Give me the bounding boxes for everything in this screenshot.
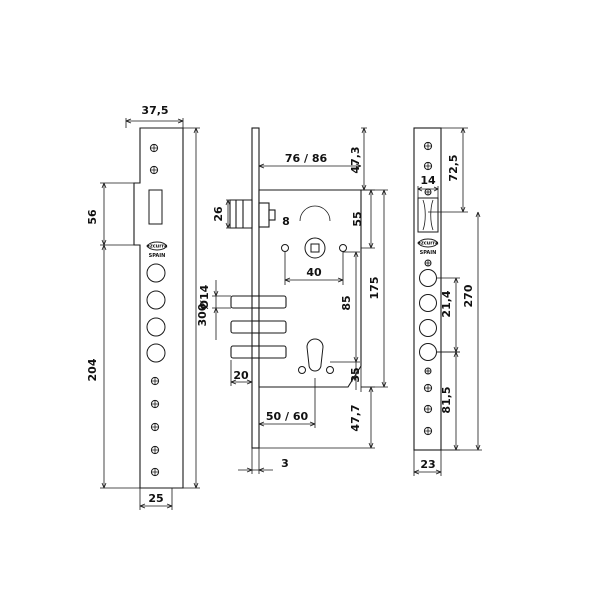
dim-left-notch: 56 (86, 209, 99, 225)
cylinder-hole (298, 338, 334, 374)
dim-left-top-width: 37,5 (141, 104, 168, 117)
dim-right-bolt-spacing: 21,4 (440, 290, 453, 317)
dim-mid-faceplate: 3 (281, 457, 289, 470)
dim-mid-backset: 76 / 86 (285, 152, 328, 165)
screw-holes-top (149, 143, 159, 175)
dim-right-lower: 81,5 (440, 386, 453, 413)
brand-logo: ezcurra SPAIN (146, 241, 168, 259)
faceplate-outline (413, 127, 442, 451)
spindle-hub (281, 205, 347, 259)
dim-mid-total: 175 (368, 277, 381, 300)
latch-slot (148, 189, 163, 225)
faceplate-front-view: ezcurra SPAIN 72,5 14 270 21,4 81,5 (413, 127, 482, 476)
dim-right-width: 23 (420, 458, 435, 471)
lock-body-view: 76 / 86 47,3 26 8 55 40 175 Ø14 85 (198, 127, 388, 474)
dim-right-latch-width: 14 (420, 174, 436, 187)
logo-text-right: ezcurra (417, 241, 438, 247)
strike-plate-view: ezcurra SPAIN 37,5 56 204 (86, 104, 209, 510)
dim-mid-latch-small: 8 (282, 215, 290, 228)
dim-mid-bolt-throw: 20 (233, 369, 249, 382)
dim-mid-latch: 26 (212, 206, 225, 222)
faceplate-strip (251, 127, 260, 449)
dim-left-bottom: 25 (148, 492, 163, 505)
latch-bolt (229, 199, 276, 229)
bolt-holes (146, 263, 166, 363)
logo-text: ezcurra (146, 244, 167, 250)
latch-face (417, 197, 439, 233)
dim-mid-spindle-width: 40 (306, 266, 322, 279)
dim-mid-bolt-diameter: Ø14 (198, 284, 211, 309)
dim-left-lower: 204 (86, 358, 99, 381)
dim-mid-top: 47,3 (349, 146, 362, 173)
dim-mid-bottom: 47,7 (349, 404, 362, 431)
deadbolts (230, 295, 287, 359)
country-text-left: SPAIN (149, 253, 166, 259)
dim-left-total: 300 (196, 303, 209, 326)
screw-holes-bottom (150, 376, 160, 477)
dim-mid-spindle-top: 55 (351, 211, 364, 226)
country-text-right: SPAIN (420, 250, 437, 256)
dim-right-top: 72,5 (447, 154, 460, 181)
dim-mid-cyl-lower: 35 (349, 367, 362, 382)
dim-right-total: 270 (462, 284, 475, 307)
dim-mid-cyl-backset: 50 / 60 (266, 410, 309, 423)
dim-mid-center-distance: 85 (340, 295, 353, 310)
